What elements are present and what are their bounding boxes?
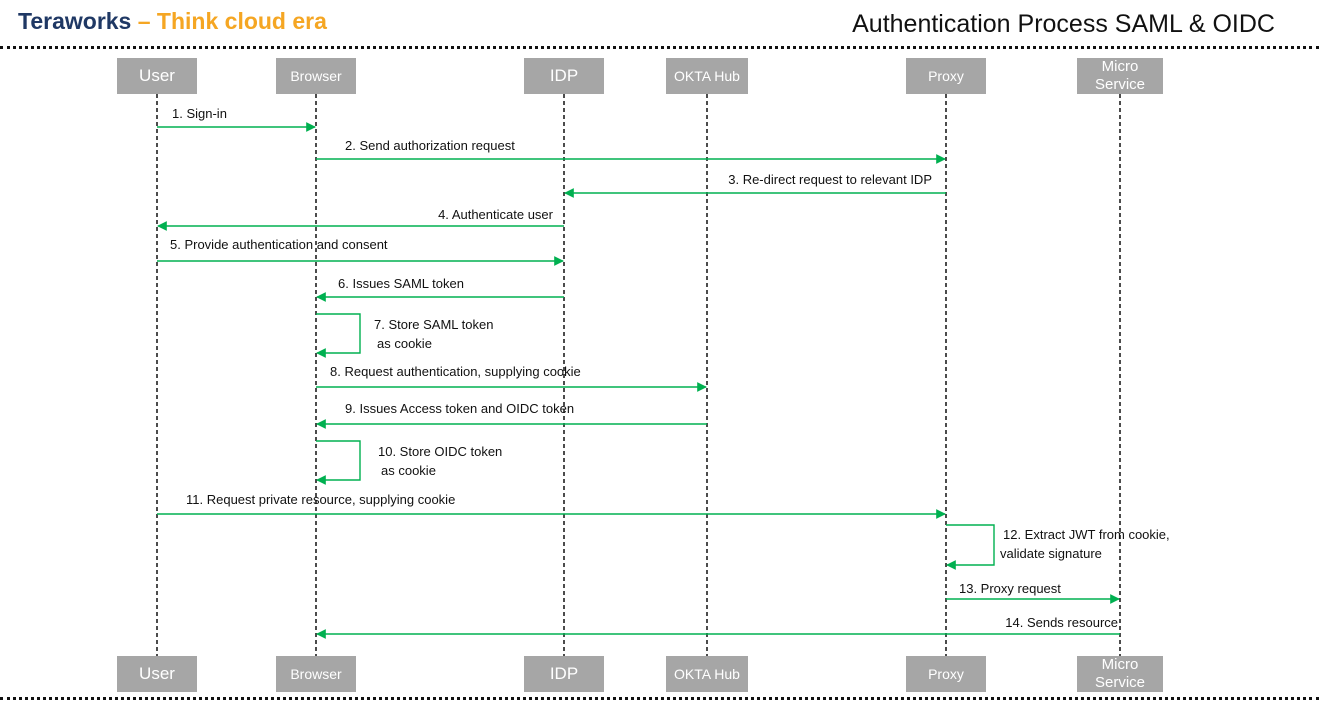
message-14: 14. Sends resource [316,615,1120,639]
top-divider [0,46,1319,49]
message-label-12-line-2: validate signature [1000,546,1102,561]
message-8: 8. Request authentication, supplying coo… [316,364,707,392]
actor-browser-bottom: Browser [276,656,356,692]
message-label-10-line-1: 10. Store OIDC token [378,444,502,459]
message-6: 6. Issues SAML token [316,276,564,302]
actor-okta-bottom: OKTA Hub [666,656,748,692]
actor-proxy-bottom: Proxy [906,656,986,692]
bottom-divider [0,697,1319,700]
message-11: 11. Request private resource, supplying … [157,492,946,519]
message-label-6: 6. Issues SAML token [338,276,464,291]
message-label-13: 13. Proxy request [959,581,1061,596]
message-label-10-line-2: as cookie [381,463,436,478]
actor-micro-top: Micro Service [1077,58,1163,94]
brand-tagline: – Think cloud era [131,8,327,34]
message-2: 2. Send authorization request [316,138,946,164]
messages: 1. Sign-in 2. Send authorization request 3… [157,106,1170,639]
message-9: 9. Issues Access token and OIDC token [316,401,707,429]
message-label-14: 14. Sends resource [1005,615,1118,630]
message-label-11: 11. Request private resource, supplying … [186,492,455,507]
actor-idp-bottom: IDP [524,656,604,692]
actor-okta-top: OKTA Hub [666,58,748,94]
message-arrow-10 [316,440,361,485]
message-4: 4. Authenticate user [157,207,564,231]
message-10: 10. Store OIDC token as cookie [316,440,502,485]
brand-name: Teraworks [18,8,132,34]
brand: Teraworks – Think cloud era [18,8,327,35]
message-label-4: 4. Authenticate user [438,207,554,222]
message-label-2: 2. Send authorization request [345,138,515,153]
actor-user-top: User [117,58,197,94]
message-3: 3. Re-direct request to relevant IDP [564,172,946,198]
actor-user-bottom: User [117,656,197,692]
message-label-8: 8. Request authentication, supplying coo… [330,364,581,379]
actor-browser-top: Browser [276,58,356,94]
message-label-7-line-2: as cookie [377,336,432,351]
message-7: 7. Store SAML token as cookie [316,313,493,358]
header: Teraworks – Think cloud era Authenticati… [0,0,1319,48]
message-label-9: 9. Issues Access token and OIDC token [345,401,574,416]
message-label-5: 5. Provide authentication and consent [170,237,388,252]
message-13: 13. Proxy request [946,581,1120,604]
message-1: 1. Sign-in [157,106,316,132]
actor-idp-top: IDP [524,58,604,94]
message-label-1: 1. Sign-in [172,106,227,121]
message-12: 12. Extract JWT from cookie, validate sig… [946,524,1170,570]
actor-micro-bottom: Micro Service [1077,656,1163,692]
message-5: 5. Provide authentication and consent [157,237,564,266]
message-label-3: 3. Re-direct request to relevant IDP [728,172,932,187]
message-label-7-line-1: 7. Store SAML token [374,317,493,332]
actor-proxy-top: Proxy [906,58,986,94]
message-arrow-12 [946,524,995,570]
lifelines [156,94,1121,656]
message-arrow-7 [316,313,361,358]
page-title: Authentication Process SAML & OIDC [852,10,1275,38]
message-label-12-line-1: 12. Extract JWT from cookie, [1003,527,1170,542]
